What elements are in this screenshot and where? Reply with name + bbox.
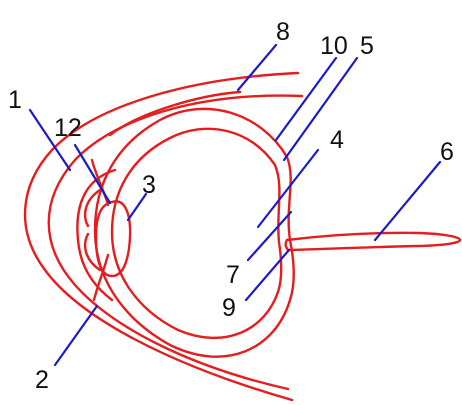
ciliary-body-lower [84, 232, 102, 272]
leader-7 [246, 210, 293, 262]
leader-10 [274, 56, 338, 142]
label-7: 7 [226, 261, 240, 289]
leader-3 [126, 192, 148, 222]
optic-disc [284, 238, 290, 252]
ciliary-body-upper [84, 188, 102, 228]
label-9: 9 [222, 294, 236, 322]
choroid [110, 127, 283, 340]
label-5: 5 [360, 32, 374, 60]
upper-eyelid-inner [47, 94, 304, 391]
upper-eyelid-outer [23, 71, 300, 402]
leader-5 [282, 56, 359, 162]
optic-nerve-lower [286, 238, 462, 252]
leader-9 [244, 248, 291, 302]
label-6: 6 [440, 138, 454, 166]
label-3: 3 [142, 171, 156, 199]
label-2: 2 [35, 366, 49, 394]
cornea [76, 168, 117, 302]
label-8: 8 [276, 18, 290, 46]
label-4: 4 [330, 126, 344, 154]
iris-upper [90, 158, 110, 207]
eyelid-fold [108, 90, 242, 137]
leader-12 [73, 143, 112, 205]
label-10: 10 [320, 32, 348, 60]
leader-8 [236, 43, 278, 92]
optic-nerve-upper [285, 231, 462, 242]
label-1: 1 [8, 86, 22, 114]
iris-lower [92, 253, 110, 302]
leader-6 [373, 160, 442, 242]
leader-1 [28, 108, 72, 172]
sclera [93, 107, 295, 358]
leader-4 [256, 148, 320, 229]
label-12: 12 [54, 114, 82, 142]
leader-2 [53, 304, 99, 367]
